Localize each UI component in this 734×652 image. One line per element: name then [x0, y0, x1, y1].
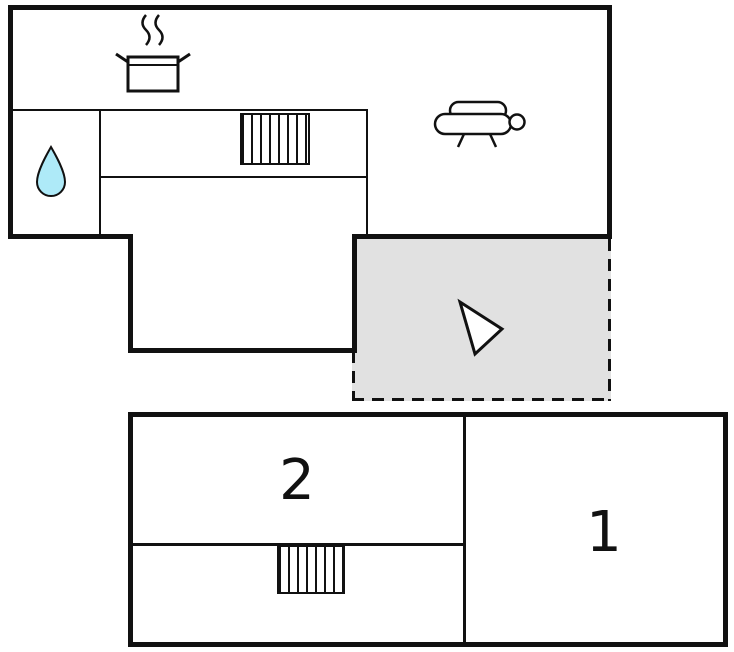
kitchen-partition-right — [366, 110, 368, 236]
upper-wall-left — [8, 5, 13, 239]
lower-partition-vertical — [463, 412, 466, 647]
stairs-icon — [240, 113, 310, 165]
water-drop-icon — [34, 144, 68, 198]
steam-pot-icon — [115, 12, 195, 96]
stairwell-wall-left — [128, 234, 133, 353]
lower-partition-horizontal — [128, 543, 466, 546]
room-2-label: 2 — [279, 448, 315, 513]
stairwell-wall-bottom — [128, 348, 357, 353]
room-1-label: 1 — [586, 500, 622, 565]
stairs-icon — [277, 545, 345, 594]
upper-wall-bottom-left — [8, 234, 133, 239]
upper-wall-bottom-right — [352, 234, 612, 239]
direction-arrow-icon — [448, 296, 510, 360]
stairwell-wall-right — [352, 234, 357, 353]
terrace-dashed-border — [352, 239, 611, 401]
upper-wall-right — [607, 5, 612, 239]
kitchen-partition-middle — [100, 176, 368, 178]
kitchen-partition-top — [11, 109, 368, 111]
lower-floor-outline — [128, 412, 728, 647]
bathroom-partition-right — [99, 110, 101, 236]
upper-wall-top — [8, 5, 612, 10]
sofa-icon — [430, 98, 526, 153]
